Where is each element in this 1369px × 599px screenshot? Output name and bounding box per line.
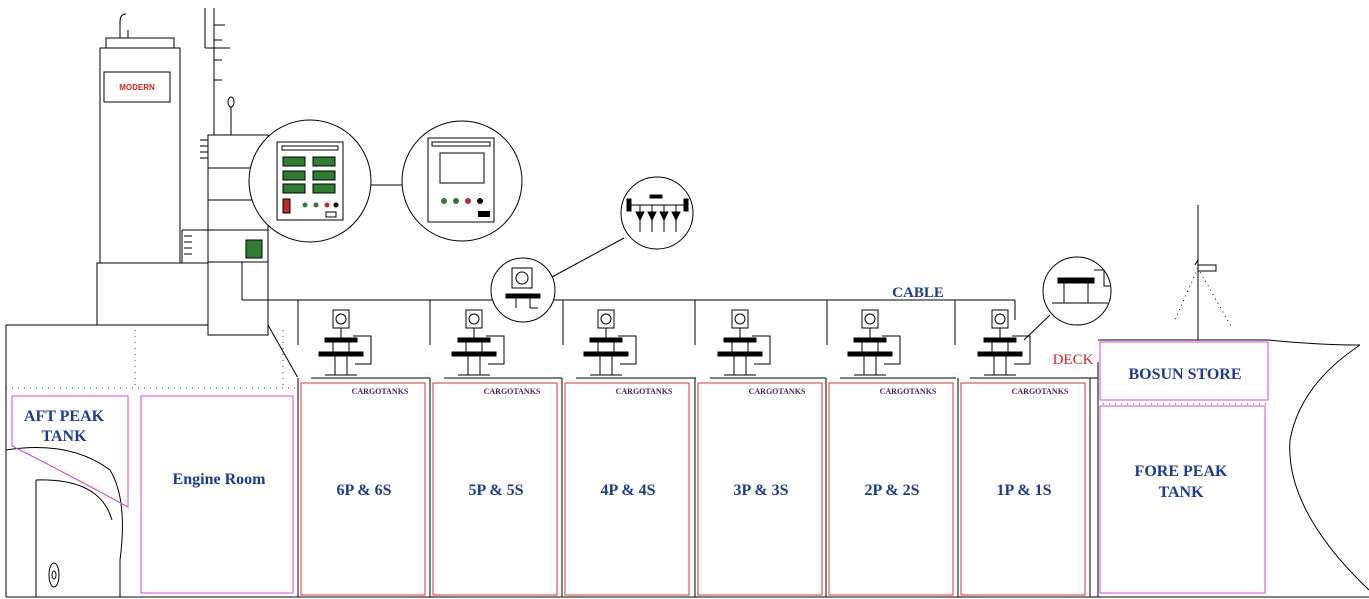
cargo-tank-header: CARGOTANKS (484, 387, 541, 396)
zoomed-gauge-icon (505, 267, 541, 309)
radar-gauge-icon (297, 309, 372, 379)
compartments (11, 341, 1269, 594)
deck-bracket-icon (1052, 269, 1110, 304)
tank-outline (828, 382, 954, 596)
monitor-panel-icon (427, 137, 495, 223)
radar-gauge-icon (696, 309, 771, 379)
cargo-tank-header: CARGOTANKS (616, 387, 673, 396)
cargo-tank-header: CARGOTANKS (352, 387, 409, 396)
cargo-tank: CARGOTANKS 5P & 5S (429, 378, 558, 597)
tank-outline (432, 382, 558, 596)
radar-gauge-icon (956, 309, 1031, 379)
fore-peak-label-1: FORE PEAK (1135, 463, 1228, 480)
bosun-store-label: BOSUN STORE (1128, 366, 1241, 383)
gauge-units (297, 309, 1031, 379)
cargo-tank-header: CARGOTANKS (749, 387, 806, 396)
cargo-tank-name: 6P & 6S (336, 482, 391, 499)
dotted-lines (6, 330, 1270, 405)
cargo-tank-name: 1P & 1S (996, 482, 1051, 499)
aft-peak-label-1: AFT PEAK (24, 408, 105, 425)
cargo-tank: CARGOTANKS 1P & 1S (957, 378, 1086, 597)
cargo-tank-header: CARGOTANKS (1012, 387, 1069, 396)
tank-outline (564, 382, 690, 596)
superstructure (96, 8, 269, 336)
aft-peak-label-2: TANK (41, 428, 87, 445)
manifold-icon (626, 194, 689, 232)
radar-gauge-icon (562, 309, 637, 379)
cargo-tank: CARGOTANKS 2P & 2S (825, 378, 954, 597)
control-panel-icon (276, 141, 344, 221)
radar-gauge-icon (826, 309, 901, 379)
cargo-tank: CARGOTANKS 4P & 4S (561, 378, 690, 597)
fore-peak-label-2: TANK (1158, 484, 1204, 501)
cable-label: CABLE (892, 285, 944, 301)
zoom-callouts (248, 119, 1112, 341)
radar-gauge-icon (430, 309, 505, 379)
tank-outline (697, 382, 823, 596)
funnel-label: MODERN (119, 83, 155, 92)
cargo-tank: CARGOTANKS 6P & 6S (297, 378, 426, 597)
engine-room-label: Engine Room (173, 471, 267, 488)
tank-outline (960, 382, 1086, 596)
cargo-tank-name: 5P & 5S (468, 482, 523, 499)
deck-label: DECK (1053, 352, 1094, 368)
tank-outline (300, 382, 426, 596)
cargo-tank-name: 2P & 2S (864, 482, 919, 499)
cable-network (268, 299, 1016, 345)
fore-mast (1174, 205, 1233, 340)
cargo-tank-header: CARGOTANKS (880, 387, 937, 396)
cargo-tank-name: 3P & 3S (733, 482, 788, 499)
cargo-tank: CARGOTANKS 3P & 3S (694, 378, 823, 597)
cargo-tank-name: 4P & 4S (600, 482, 655, 499)
